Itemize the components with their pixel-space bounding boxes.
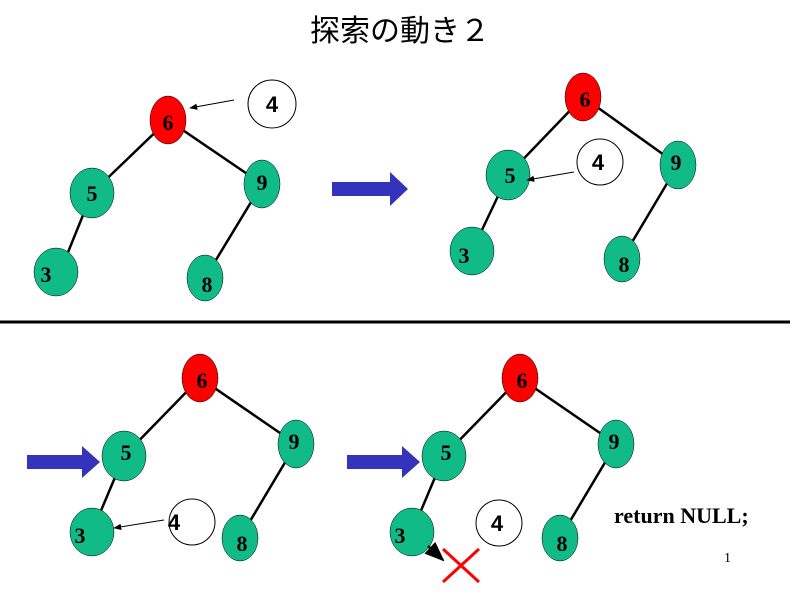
- tree-node: [101, 430, 147, 482]
- node-label: 3: [459, 243, 470, 268]
- return-null-code: return NULL;: [614, 503, 749, 528]
- node-label: 3: [395, 523, 406, 548]
- search-key-label: 4: [266, 92, 279, 117]
- right-arrow-icon: [347, 446, 420, 478]
- node-label: 6: [163, 110, 174, 135]
- node-label: 9: [609, 429, 620, 454]
- search-key-label: 4: [491, 511, 504, 536]
- node-label: 9: [289, 429, 300, 454]
- tree-node-root: [564, 72, 602, 122]
- node-label: 9: [257, 170, 268, 195]
- search-key-circle: [576, 138, 624, 186]
- search-key-circle: [168, 498, 216, 546]
- slide-title: 探索の動き２: [310, 14, 490, 49]
- tree-node: [421, 430, 467, 482]
- tree-node-root: [149, 95, 187, 145]
- tree-node: [186, 254, 224, 302]
- node-label: 6: [197, 368, 208, 393]
- node-label: 5: [121, 440, 132, 465]
- search-key-circle: [475, 499, 523, 547]
- tree-node: [33, 247, 79, 297]
- tree-node: [597, 419, 635, 469]
- node-label: 6: [517, 368, 528, 393]
- tree-node: [603, 235, 641, 283]
- tree-node: [659, 140, 697, 190]
- tree-node: [277, 419, 315, 469]
- tree-node: [69, 167, 115, 219]
- node-label: 8: [619, 252, 630, 277]
- cross-icon: [441, 547, 481, 584]
- panel-step4: 6 5 9 3 8 4: [347, 353, 635, 584]
- pointer-arrow: [189, 99, 235, 110]
- right-arrow-icon: [27, 446, 100, 478]
- node-label: 8: [202, 272, 213, 297]
- search-key-label: 4: [592, 150, 605, 175]
- tree-node: [389, 507, 435, 557]
- page-number: 1: [724, 551, 731, 566]
- node-label: 5: [441, 440, 452, 465]
- down-arrow-icon: [424, 541, 445, 562]
- tree-node: [485, 149, 531, 201]
- tree-node: [541, 514, 579, 562]
- tree-node: [221, 514, 259, 562]
- pointer-arrow: [113, 519, 165, 531]
- node-label: 5: [505, 163, 516, 188]
- tree-node-root: [181, 353, 219, 403]
- node-label: 3: [41, 262, 52, 287]
- tree-node: [69, 507, 115, 557]
- panel-step1: 6 5 9 3 8 4: [33, 79, 297, 302]
- tree-node: [243, 159, 281, 209]
- tree-node-root: [501, 353, 539, 403]
- search-key-label: 4: [168, 510, 181, 535]
- right-arrow-icon: [332, 172, 408, 206]
- tree-node: [449, 226, 495, 276]
- pointer-arrow: [526, 171, 575, 182]
- node-label: 5: [87, 181, 98, 206]
- panel-step3: 6 5 9 3 8 4: [27, 353, 315, 562]
- node-label: 8: [237, 531, 248, 556]
- node-label: 9: [671, 150, 682, 175]
- node-label: 6: [580, 87, 591, 112]
- search-key-circle: [247, 79, 297, 129]
- node-label: 8: [557, 531, 568, 556]
- panel-step2: 6 5 9 3 8 4: [449, 72, 697, 283]
- node-label: 3: [75, 523, 86, 548]
